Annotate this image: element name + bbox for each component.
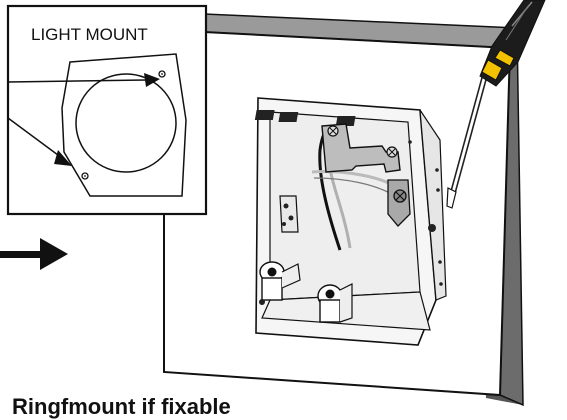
direction-arrow xyxy=(0,238,68,270)
cable-clamp-left xyxy=(259,261,301,301)
cable-clamp-center xyxy=(317,283,353,323)
left-clip xyxy=(279,195,299,233)
inset-title: LIGHT MOUNT xyxy=(31,25,148,44)
screwdriver xyxy=(446,0,546,209)
light-mount-opening xyxy=(75,73,177,173)
light-mount-inset: LIGHT MOUNT xyxy=(6,4,208,216)
caption-text: Ringfmount if fixable xyxy=(12,394,231,419)
pointer-arrow-lower xyxy=(7,117,63,159)
box-screw-lower-left xyxy=(259,299,265,305)
mounting-bracket xyxy=(321,123,411,227)
box-screw-right xyxy=(428,224,436,232)
pointer-arrow-upper xyxy=(7,79,147,83)
